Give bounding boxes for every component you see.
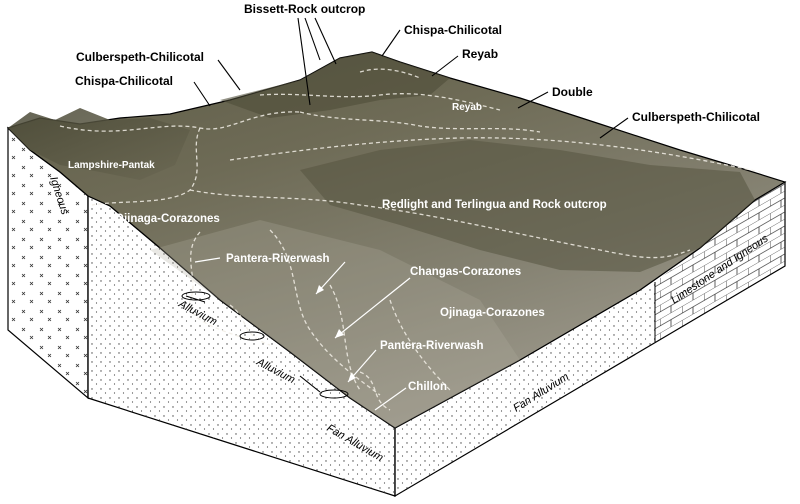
leader-chispa-left [193, 81, 211, 107]
plain-lightening [150, 220, 520, 428]
label-reyab-top: Reyab [462, 47, 498, 61]
leader-alluvium-lower [299, 375, 321, 393]
leader-bissett-2 [314, 17, 337, 65]
label-bissett-rock-outcrop: Bissett-Rock outcrop [244, 2, 365, 16]
label-culberspeth-chilicotal-left: Culberspeth-Chilicotal [76, 50, 204, 64]
arrow-pantera-upper-head [316, 285, 324, 294]
right-mountain-range [300, 140, 755, 272]
label-reyab-inner: Reyab [452, 102, 482, 113]
boundary-line-5 [259, 93, 501, 111]
label-changas-corazones: Changas-Corazones [410, 266, 521, 278]
boundary-line-2 [91, 127, 201, 206]
alluvium-pocket-3 [319, 389, 349, 399]
leader-culberspeth-right [599, 117, 629, 139]
arrow-changas-head [335, 329, 344, 338]
leader-chispa-top [381, 29, 401, 57]
boundary-line-12 [229, 304, 271, 346]
igneous-zone [8, 128, 88, 398]
boundary-line-7 [359, 68, 421, 79]
front-alluvium-fill [88, 196, 395, 496]
alluvium-pocket-2 [239, 331, 265, 341]
boundary-line-9 [269, 229, 381, 396]
leader-reyab-top [431, 55, 459, 77]
leader-double [517, 91, 549, 109]
back-hills [220, 52, 450, 118]
terrain-surface [6, 51, 787, 429]
label-chispa-chilicotal-top: Chispa-Chilicotal [404, 23, 502, 37]
label-lampshire-pantak: Lampshire-Pantak [68, 160, 155, 171]
boundary-line-3 [189, 189, 691, 259]
arrow-chillon [374, 387, 407, 411]
leader-alluvium-upper [185, 295, 206, 303]
label-ojinaga-corazones-right: Ojinaga-Corazones [440, 307, 545, 319]
arrow-pantera-lower-head [348, 373, 356, 382]
left-mountain-ridge [8, 108, 190, 180]
label-chillon: Chillon [408, 381, 447, 393]
label-redlight-terlingua: Redlight and Terlingua and Rock outcrop [382, 199, 607, 211]
label-double: Double [552, 85, 593, 99]
leader-culberspeth-left [217, 59, 241, 91]
boundary-line-13 [359, 371, 391, 411]
label-chispa-chilicotal-left: Chispa-Chilicotal [75, 74, 173, 88]
boundary-line-4 [229, 137, 761, 173]
limestone-zone [655, 182, 785, 342]
right-fan-alluvium-fill [395, 282, 655, 496]
leader-bissett-3 [297, 17, 311, 106]
arrow-pantera-upper-left [194, 257, 221, 263]
leader-bissett-1 [304, 17, 321, 61]
label-pantera-riverwash-upper: Pantera-Riverwash [226, 253, 330, 265]
label-ojinaga-corazones-left: Ojinaga-Corazones [115, 213, 220, 225]
label-pantera-riverwash-lower: Pantera-Riverwash [380, 340, 484, 352]
boundary-line-10 [329, 284, 361, 391]
label-culberspeth-chilicotal-right: Culberspeth-Chilicotal [632, 110, 760, 124]
boundary-line-11 [389, 299, 451, 391]
arrow-changas [334, 277, 411, 339]
alluvium-pocket-1 [181, 291, 211, 301]
boundary-line-6 [299, 111, 541, 133]
